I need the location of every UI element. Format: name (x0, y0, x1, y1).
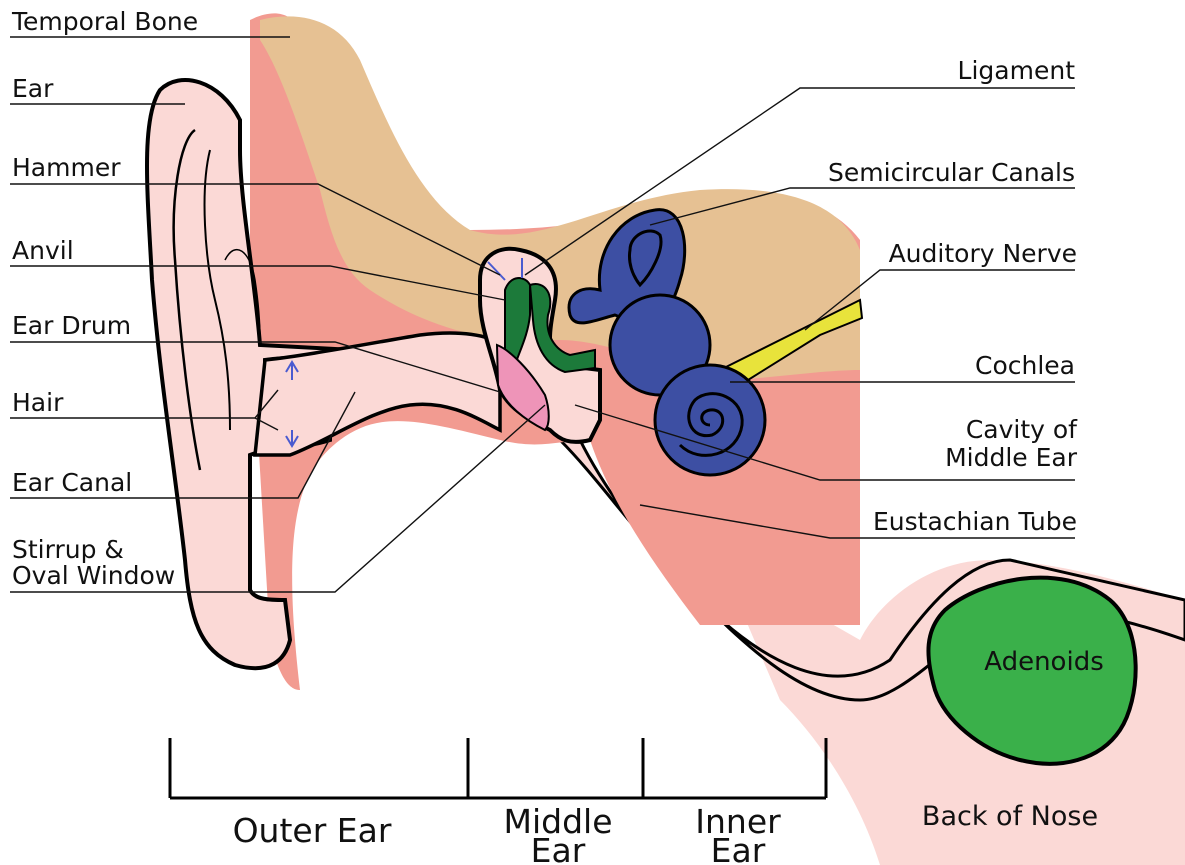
label-hammer: Hammer (12, 153, 121, 182)
section-middle-ear-line2: Ear (531, 831, 586, 865)
label-stirrup-line2: Oval Window (12, 561, 175, 590)
label-adenoids: Adenoids (984, 647, 1104, 677)
label-ear: Ear (12, 74, 54, 103)
label-cochlea: Cochlea (975, 351, 1075, 380)
label-ear-canal: Ear Canal (12, 468, 132, 497)
label-hair: Hair (12, 388, 64, 417)
section-outer-ear: Outer Ear (233, 811, 392, 850)
section-inner-ear-line2: Ear (711, 831, 766, 865)
section-bracket (170, 738, 826, 798)
label-temporal-bone: Temporal Bone (11, 7, 198, 36)
label-auditory-nerve: Auditory Nerve (889, 239, 1077, 268)
label-cavity-line1: Cavity of (966, 415, 1078, 444)
label-back-of-nose: Back of Nose (922, 801, 1098, 832)
label-ligament: Ligament (958, 56, 1076, 85)
label-eustachian-tube: Eustachian Tube (873, 507, 1077, 536)
label-semicircular-canals: Semicircular Canals (828, 158, 1075, 187)
label-ear-drum: Ear Drum (12, 311, 131, 340)
label-stirrup-line1: Stirrup & (12, 535, 124, 564)
label-cavity-line2: Middle Ear (945, 443, 1078, 472)
label-anvil: Anvil (12, 236, 74, 265)
